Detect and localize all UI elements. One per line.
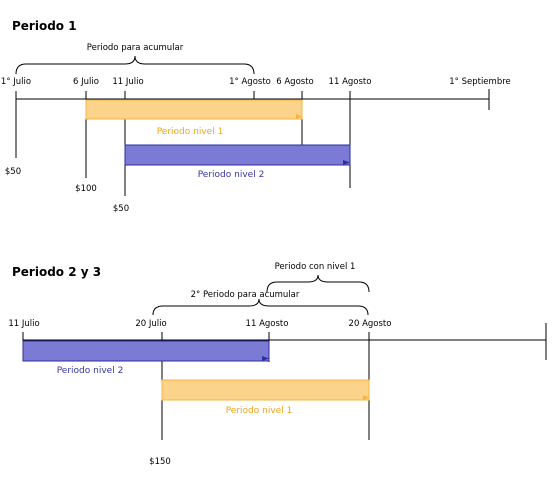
period1-orange-label: Periodo nivel 1 <box>157 127 224 137</box>
period2-brace-label: 2° Periodo para acumular <box>191 290 300 300</box>
period2-brace-top-label: Periodo con nivel 1 <box>275 262 356 272</box>
period1-date-2: 6 Julio <box>73 77 99 87</box>
period1-blue-label: Periodo nivel 2 <box>198 170 265 180</box>
period2-date-2: 20 Julio <box>135 319 166 329</box>
period2-blue-bar <box>22 340 270 362</box>
period1-date-3: 11 Julio <box>112 77 143 87</box>
period1-date-5: 6 Agosto <box>276 77 313 87</box>
period2-orange-label: Periodo nivel 1 <box>226 406 293 416</box>
period1-title: Periodo 1 <box>12 19 77 33</box>
period1-orange-bar <box>85 99 303 120</box>
period2-brace <box>152 298 369 316</box>
period1-date-6: 11 Agosto <box>329 77 372 87</box>
period1-blue-arrow-icon <box>343 160 350 165</box>
period2-date-3: 11 Agosto <box>246 319 289 329</box>
period1-date-1: 1° Julio <box>1 77 31 87</box>
period2-blue-label: Periodo nivel 2 <box>57 366 124 376</box>
period2-date-1: 11 Julio <box>8 319 39 329</box>
period2-orange-arrow-icon <box>363 395 369 400</box>
period1-orange-arrow-icon <box>296 114 302 119</box>
period2-title: Periodo 2 y 3 <box>12 265 101 279</box>
period1-date-7: 1° Septiembre <box>449 77 511 87</box>
period2-blue-arrow-icon <box>262 356 269 361</box>
period1-blue-bar <box>124 144 351 166</box>
period2-date-4: 20 Agosto <box>349 319 392 329</box>
period1-amount-c: $50 <box>113 204 129 214</box>
period1-amount-b: $100 <box>75 184 97 194</box>
period1-brace-label: Periodo para acumular <box>87 43 184 53</box>
period1-amount-a: $50 <box>5 167 21 177</box>
period2-brace-top <box>266 274 370 293</box>
period1-date-4: 1° Agosto <box>229 77 271 87</box>
period2-amount: $150 <box>149 457 171 467</box>
period1-brace <box>15 55 255 75</box>
period2-orange-bar <box>161 379 370 401</box>
